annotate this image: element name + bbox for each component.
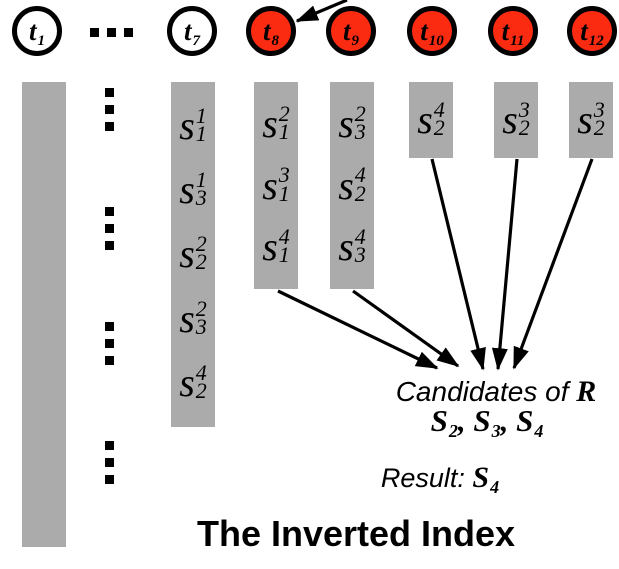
result-set-symbol: S4 [472,461,500,497]
node-t7: t7 [167,6,217,56]
diagram-title: The Inverted Index [196,513,516,554]
node-t10: t10 [407,6,457,56]
arrow-t10-to-candidates [430,158,486,371]
node-t9: t9 [326,6,376,56]
arrow-t11-to-candidates [491,158,519,371]
vertical-ellipsis-icon [105,441,114,484]
set-symbol: S3 [473,403,501,441]
set-symbol: S2 [430,403,458,441]
node-t11: t11 [488,6,538,56]
vertical-ellipsis-icon [105,88,114,131]
node-t10-label: t10 [420,15,444,49]
arrow-t12-to-candidates [512,158,594,370]
node-t1: t1 [12,6,62,56]
candidates-caption: Candidates of R [395,375,597,408]
horizontal-ellipsis-icon [90,28,133,37]
node-t12-label: t12 [580,15,604,49]
node-t9-label: t9 [342,15,359,49]
node-t1-label: t1 [28,15,45,49]
relation-symbol: R [576,375,597,408]
node-t11-label: t11 [501,15,525,49]
arrow-t8-to-candidates [277,289,439,370]
node-t8-label: t8 [262,15,279,49]
result-caption: Result: S4 [380,461,500,497]
node-t12: t12 [567,6,617,56]
node-t7-label: t7 [183,15,200,49]
candidates-sets: S2, S3, S4 [430,403,544,441]
set-symbol: S4 [516,403,544,441]
vertical-ellipsis-icon [105,322,114,365]
column-t1 [22,82,66,547]
node-t8: t8 [246,6,296,56]
arrow-t9-to-candidates [352,289,460,368]
vertical-ellipsis-icon [105,207,114,250]
